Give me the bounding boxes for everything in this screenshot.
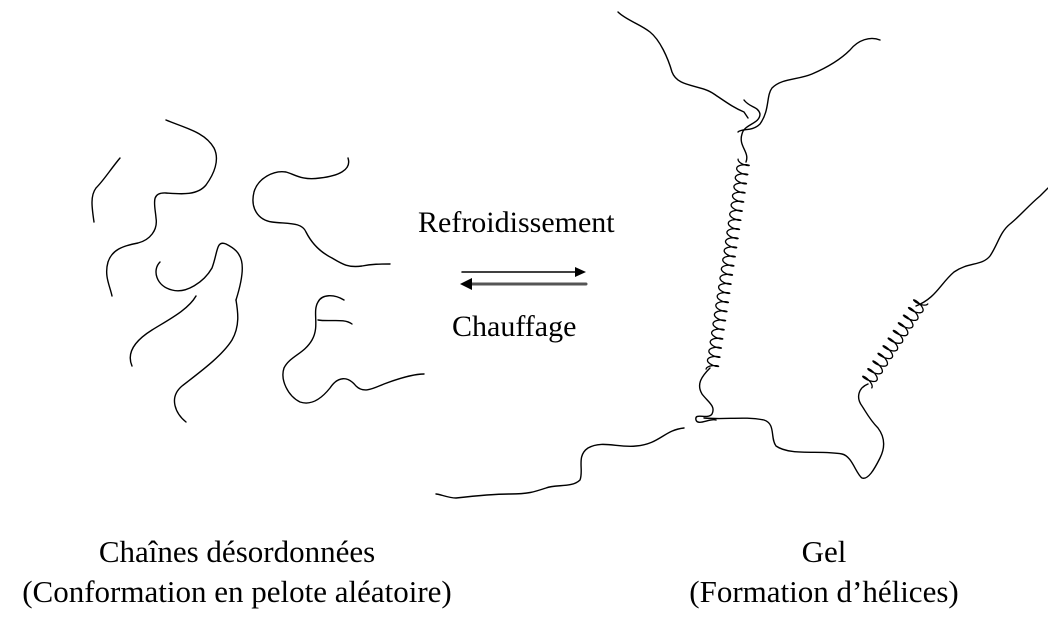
right-state-title: Gel [801, 534, 847, 569]
coil-chain-3 [173, 299, 239, 423]
coil-chain-6 [252, 157, 391, 268]
coil-chain-8 [317, 319, 353, 325]
gel-helix-vertical [705, 158, 750, 370]
right-state-caption: Gel (Formation d’hélices) [604, 532, 1044, 612]
coil-chain-7 [282, 295, 425, 404]
left-state-title: Chaînes désordonnées [98, 534, 376, 569]
reverse-arrowhead [460, 278, 472, 290]
coil-chain-1 [105, 119, 218, 297]
gel-chain-bottom-right [703, 383, 885, 479]
gel-chain-top-left [617, 11, 749, 119]
forward-transition-label: Refroidissement [418, 206, 615, 239]
left-state-caption: Chaînes désordonnées (Conformation en pe… [0, 532, 474, 612]
transition-arrows [460, 267, 588, 290]
random-coil-chains [91, 119, 425, 423]
coil-chain-5 [129, 295, 197, 367]
right-state-subtitle: (Formation d’hélices) [689, 574, 959, 609]
forward-arrowhead [575, 267, 586, 277]
gel-network [435, 11, 1048, 499]
coil-chain-4 [155, 242, 243, 301]
gel-chain-right-arm [915, 187, 1048, 307]
gel-chain-top-right [737, 37, 881, 133]
reverse-transition-label: Chauffage [452, 310, 577, 343]
coil-chain-2 [91, 157, 121, 223]
left-state-subtitle: (Conformation en pelote aléatoire) [22, 574, 452, 609]
gel-chain-lower-junction [695, 367, 717, 423]
gel-chain-bottom-left [435, 427, 685, 499]
gel-chain-top-junction [740, 99, 761, 163]
gel-helix-short [862, 299, 929, 389]
